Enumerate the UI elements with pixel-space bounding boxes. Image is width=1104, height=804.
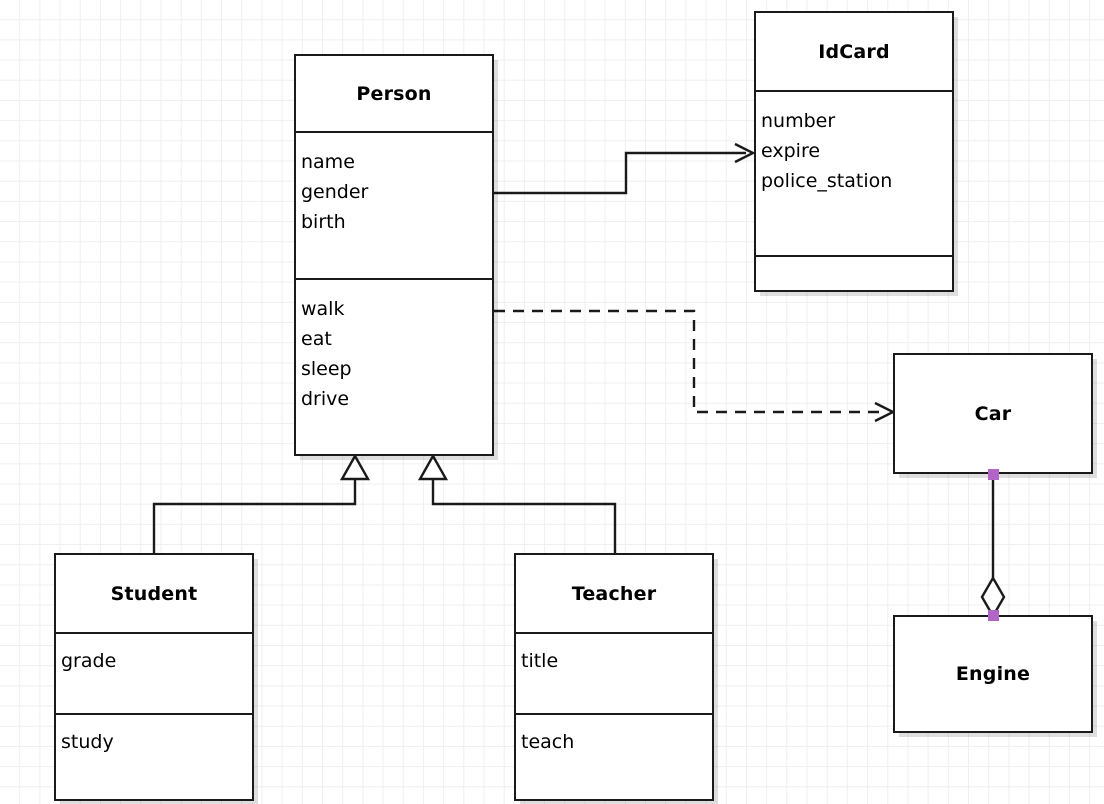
operation-item: sleep: [301, 358, 352, 380]
class-node-person[interactable]: Person name gender birth walk eat sleep …: [294, 54, 494, 456]
class-node-engine[interactable]: Engine: [893, 615, 1093, 733]
operation-item: eat: [301, 328, 332, 350]
operation-item: drive: [301, 388, 350, 410]
attribute-item: title: [521, 650, 559, 672]
open-arrow-head: [874, 401, 896, 423]
class-operations-idcard: [756, 255, 952, 290]
operation-item: study: [61, 731, 114, 753]
class-name-person: Person: [356, 82, 432, 105]
edge-handle-target[interactable]: [988, 610, 999, 621]
hollow-triangle-head: [339, 453, 371, 481]
operation-item: teach: [521, 731, 575, 753]
class-name-car: Car: [974, 402, 1012, 425]
class-node-car[interactable]: Car: [893, 353, 1093, 474]
attribute-item: police_station: [761, 170, 893, 192]
class-name-student: Student: [110, 582, 198, 605]
attribute-item: birth: [301, 211, 346, 233]
class-operations-teacher: teach: [516, 713, 712, 799]
class-node-idcard[interactable]: IdCard number expire police_station: [754, 11, 954, 292]
class-attributes-idcard: number expire police_station: [756, 90, 952, 255]
generalization-teacher-person[interactable]: [417, 453, 617, 553]
attribute-item: expire: [761, 140, 821, 162]
attribute-item: gender: [301, 181, 369, 203]
operation-item: walk: [301, 298, 345, 320]
class-node-teacher[interactable]: Teacher title teach: [514, 553, 714, 801]
attribute-item: grade: [61, 650, 117, 672]
class-attributes-student: grade: [56, 632, 252, 713]
class-name-engine: Engine: [955, 663, 1031, 685]
dependency-person-car[interactable]: [494, 309, 896, 423]
attribute-item: number: [761, 110, 836, 132]
edge-handle-source[interactable]: [988, 469, 999, 480]
class-attributes-person: name gender birth: [296, 131, 492, 278]
attribute-item: name: [301, 151, 355, 173]
class-operations-person: walk eat sleep drive: [296, 278, 492, 454]
class-attributes-teacher: title: [516, 632, 712, 713]
hollow-triangle-head: [417, 453, 449, 481]
generalization-student-person[interactable]: [152, 453, 371, 553]
open-arrow-head: [734, 142, 756, 164]
class-name-idcard: IdCard: [818, 40, 890, 63]
class-name-teacher: Teacher: [571, 582, 657, 605]
class-operations-student: study: [56, 713, 252, 799]
association-person-idcard[interactable]: [494, 142, 756, 195]
class-node-student[interactable]: Student grade study: [54, 553, 254, 801]
aggregation-car-engine[interactable]: [980, 474, 1006, 619]
